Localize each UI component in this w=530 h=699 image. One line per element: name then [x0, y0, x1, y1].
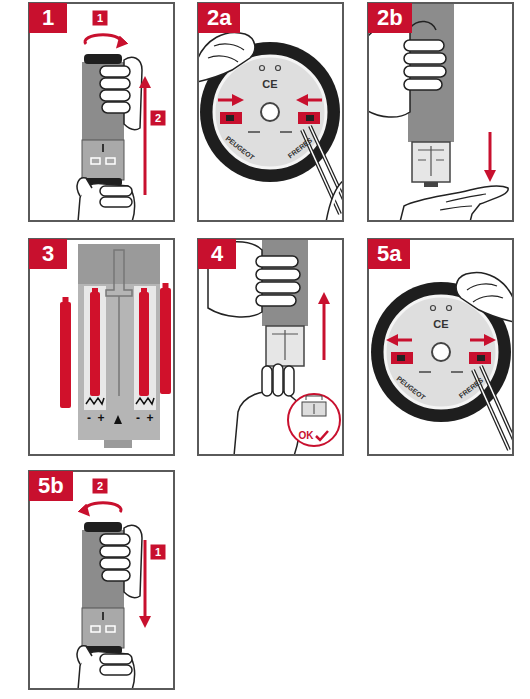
step-number: 3: [29, 239, 67, 269]
callout-number: 1: [151, 545, 166, 560]
step-panel: 2a: [197, 2, 344, 222]
callout-number: 1: [93, 11, 108, 26]
step-number: 4: [198, 239, 236, 269]
step-number: 5b: [29, 471, 73, 501]
step-number: 2b: [368, 3, 412, 33]
polarity-sign: -: [136, 411, 140, 425]
polarity-sign: +: [146, 411, 153, 425]
step-panel: 4: [197, 238, 344, 456]
step-panel: 2b: [367, 2, 514, 222]
step-panel: 5b: [28, 470, 175, 690]
callout-number: 2: [93, 479, 108, 494]
step-panel: 5a: [367, 238, 514, 456]
disc-marking: CE: [433, 318, 448, 331]
disc-marking: CE: [262, 78, 277, 91]
step-number: 5a: [368, 239, 410, 269]
polarity-sign: -: [87, 411, 91, 425]
step-number: 1: [29, 3, 67, 33]
step-number: 2a: [198, 3, 240, 33]
callout-number: 2: [151, 111, 166, 126]
ok-mark: OK: [299, 430, 314, 442]
polarity-sign: +: [97, 411, 104, 425]
